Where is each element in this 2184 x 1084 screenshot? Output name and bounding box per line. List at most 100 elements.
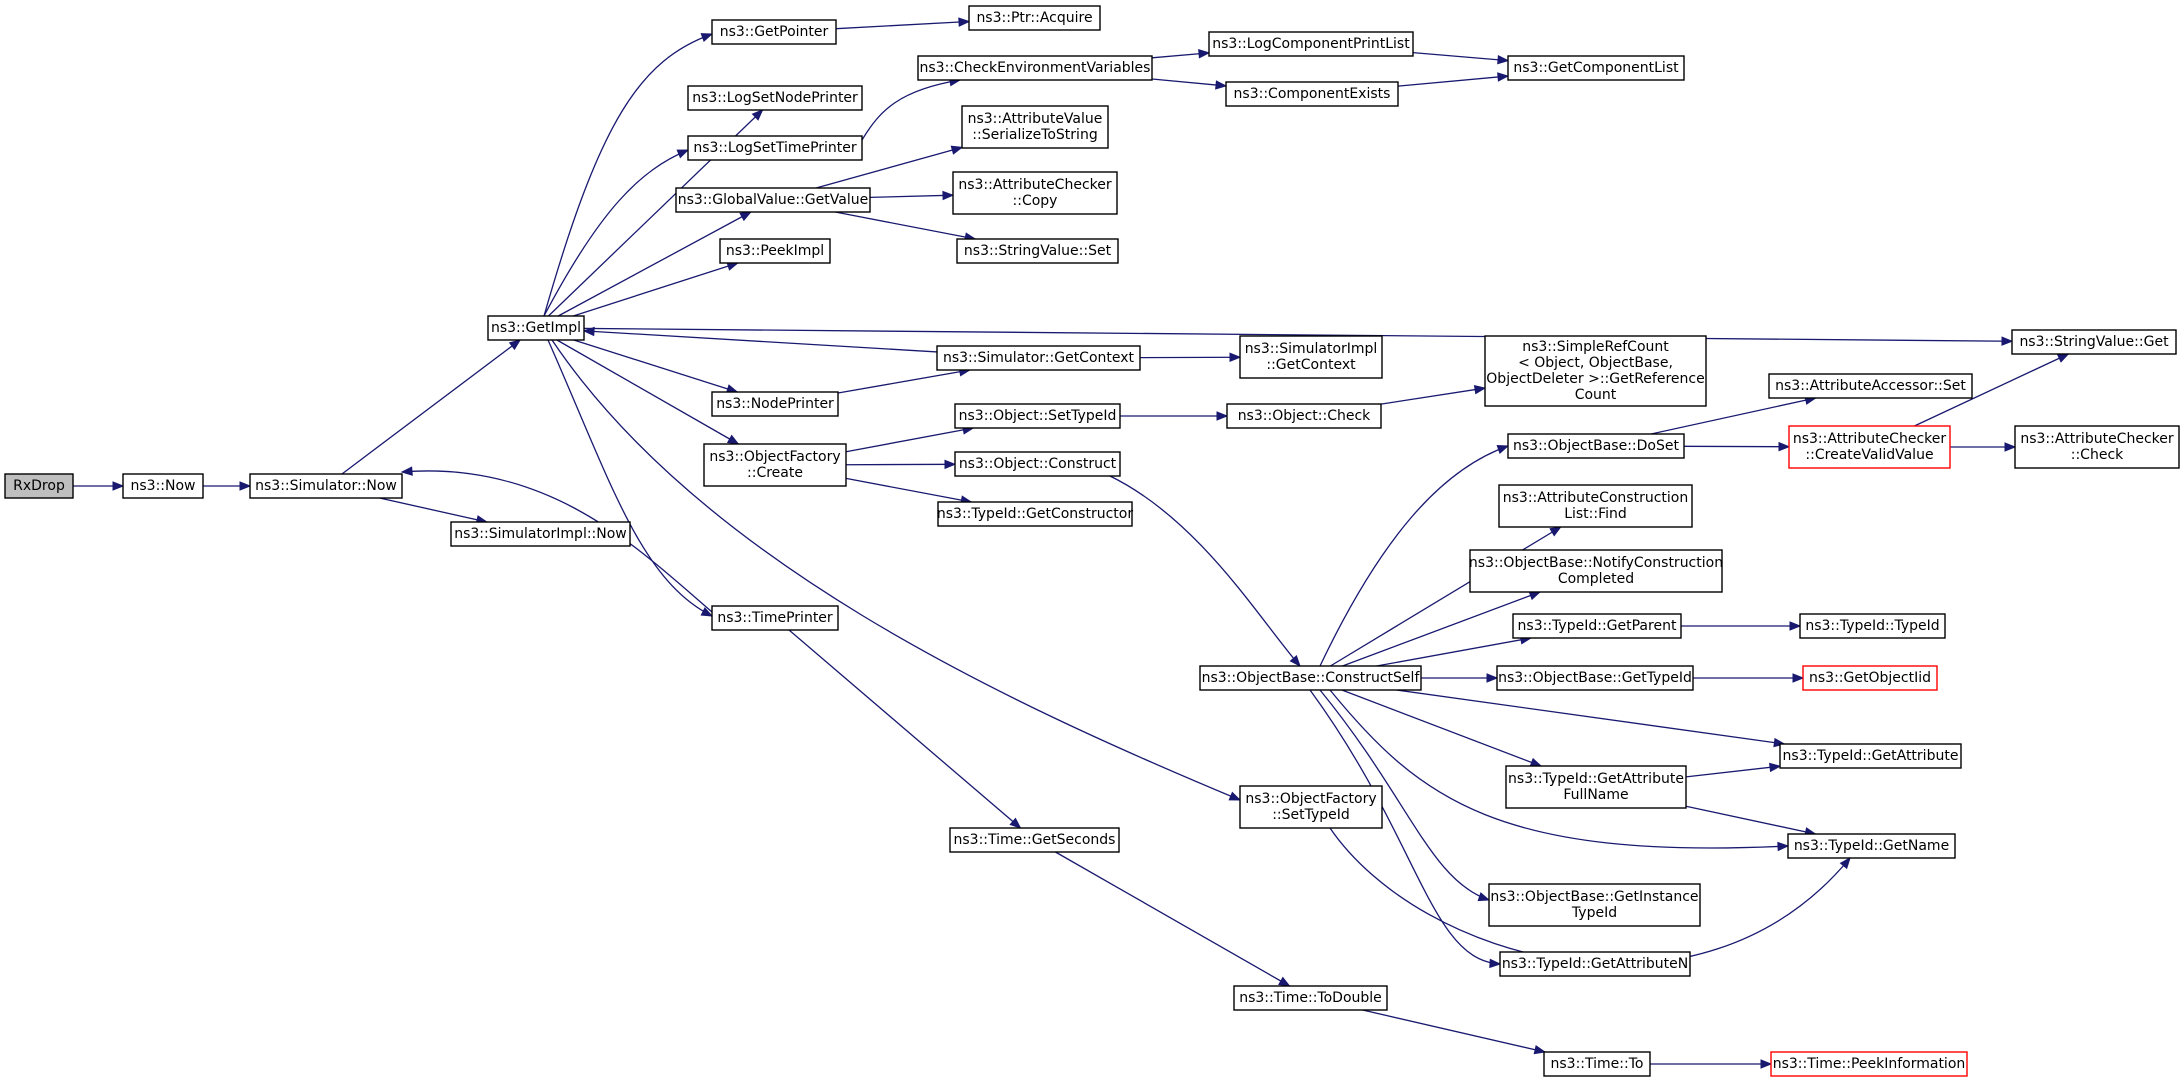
edge-constructself-to-typeidgetattribute-line [1396, 689, 1785, 745]
node-label-typeidtypeid: ns3::TypeId::TypeId [1805, 618, 1939, 634]
node-label-stringvalueset: ns3::StringValue::Set [964, 243, 1112, 259]
edge-getimpl-to-stringvalueget-line [583, 327, 2013, 342]
node-box-logcomponentprintlist [1208, 31, 1414, 57]
node-simimplgetcontext[interactable]: ns3::SimulatorImpl::GetContext [1239, 335, 1383, 379]
node-objectbasedoset[interactable]: ns3::ObjectBase::DoSet [1507, 433, 1685, 459]
edge-objectcheck-to-simplerefcount-line [1380, 387, 1486, 405]
node-label-simplerefcount: Count [1575, 387, 1617, 403]
node-box-timegetseconds [949, 827, 1120, 853]
edge-constructself-to-typeidgetattributen-arrowhead [1489, 958, 1502, 969]
node-label-attrvalueserialize: ns3::AttributeValue [968, 111, 1103, 127]
edge-getimpl-to-logsettimeprinter-line [543, 149, 689, 317]
node-simgetcontext[interactable]: ns3::Simulator::GetContext [936, 345, 1141, 371]
node-attrcheckercheck[interactable]: ns3::AttributeChecker::Check [2014, 425, 2180, 469]
node-checkenv[interactable]: ns3::CheckEnvironmentVariables [917, 55, 1153, 81]
node-typeidgetattributen[interactable]: ns3::TypeId::GetAttributeN [1499, 951, 1691, 977]
node-label-typeidgetattrfullname: ns3::TypeId::GetAttribute [1508, 771, 1684, 787]
edge-objectbasedoset-to-attrcheckercreatevalid-arrowhead [1778, 441, 1791, 452]
node-attrcheckercopy[interactable]: ns3::AttributeChecker::Copy [952, 171, 1118, 215]
node-timetodouble[interactable]: ns3::Time::ToDouble [1233, 985, 1388, 1011]
node-box-attrvalueserialize [961, 105, 1109, 149]
edge-now-to-simnow [203, 481, 252, 491]
node-getimpl[interactable]: ns3::GetImpl [487, 315, 585, 341]
node-box-timeprinter [711, 605, 839, 631]
node-typeidtypeid[interactable]: ns3::TypeId::TypeId [1799, 613, 1946, 639]
node-logsetnodeprinter[interactable]: ns3::LogSetNodePrinter [687, 85, 863, 111]
node-box-getinstancetypeid [1488, 883, 1701, 927]
edge-getimpl-to-timeprinter [547, 339, 714, 617]
node-objectbasegettypeid[interactable]: ns3::ObjectBase::GetTypeId [1496, 665, 1694, 691]
node-objectsettypeid[interactable]: ns3::Object::SetTypeId [954, 403, 1121, 429]
edge-constructself-to-getinstancetypeid-arrowhead [1477, 892, 1491, 902]
node-box-simplerefcount [1484, 335, 1707, 407]
node-simnow[interactable]: ns3::Simulator::Now [249, 473, 403, 499]
node-attrcheckercreatevalid[interactable]: ns3::AttributeChecker::CreateValidValue [1788, 425, 1951, 469]
edge-constructself-to-typeidgetname-line [1329, 689, 1789, 849]
node-notifyconstruction[interactable]: ns3::ObjectBase::NotifyConstructionCompl… [1469, 549, 1723, 593]
edge-typeidgetparent-to-typeidtypeid-arrowhead [1789, 621, 1802, 631]
node-objectfactorysettypeid[interactable]: ns3::ObjectFactory::SetTypeId [1239, 785, 1383, 829]
node-simimplnow[interactable]: ns3::SimulatorImpl::Now [450, 521, 631, 547]
node-label-attrcheckercreatevalid: ns3::AttributeChecker [1793, 431, 1947, 447]
node-objectcheck[interactable]: ns3::Object::Check [1226, 403, 1382, 429]
node-box-simimplgetcontext [1239, 335, 1383, 379]
edge-timeprinter-to-timegetseconds-line [788, 629, 1021, 829]
node-attraccessorset[interactable]: ns3::AttributeAccessor::Set [1768, 373, 1973, 399]
node-typeidgetattribute[interactable]: ns3::TypeId::GetAttribute [1779, 743, 1962, 769]
node-timegetseconds[interactable]: ns3::Time::GetSeconds [949, 827, 1120, 853]
node-objectfactorycreate[interactable]: ns3::ObjectFactory::Create [703, 443, 847, 487]
edge-objectfactorycreate-to-objectconstruct [845, 459, 957, 470]
node-box-typeidgetattribute [1779, 743, 1962, 769]
node-componentexists[interactable]: ns3::ComponentExists [1225, 81, 1399, 107]
node-label-stringvalueget: ns3::StringValue::Get [2019, 334, 2169, 350]
node-label-logsettimeprinter: ns3::LogSetTimePrinter [693, 140, 857, 156]
edge-componentexists-to-getcomponentlist-arrowhead [1497, 72, 1510, 82]
node-attrvalueserialize[interactable]: ns3::AttributeValue::SerializeToString [961, 105, 1109, 149]
node-typeidgetconstructor[interactable]: ns3::TypeId::GetConstructor [937, 501, 1133, 527]
edge-rxdrop-to-now-arrowhead [112, 481, 125, 491]
node-simplerefcount[interactable]: ns3::SimpleRefCount< Object, ObjectBase,… [1484, 335, 1707, 407]
edge-constructself-to-attrconstructionlistfind-arrowhead [1549, 526, 1562, 537]
node-box-stringvalueget [2011, 329, 2177, 355]
node-logsettimeprinter[interactable]: ns3::LogSetTimePrinter [687, 135, 863, 161]
node-timeto[interactable]: ns3::Time::To [1543, 1051, 1651, 1077]
node-box-attraccessorset [1768, 373, 1973, 399]
node-logcomponentprintlist[interactable]: ns3::LogComponentPrintList [1208, 31, 1414, 57]
node-rxdrop[interactable]: RxDrop [4, 473, 74, 499]
node-timeprinter[interactable]: ns3::TimePrinter [711, 605, 839, 631]
edge-getimpl-to-stringvalueget-arrowhead [2001, 336, 2014, 346]
node-getcomponentlist[interactable]: ns3::GetComponentList [1507, 55, 1685, 81]
node-label-objectbasedoset: ns3::ObjectBase::DoSet [1513, 438, 1679, 454]
edge-constructself-to-typeidgetattrfullname-line [1341, 689, 1542, 767]
node-globalvaluegetvalue[interactable]: ns3::GlobalValue::GetValue [675, 187, 871, 213]
edge-constructself-to-getinstancetypeid [1319, 689, 1491, 902]
node-stringvalueget[interactable]: ns3::StringValue::Get [2011, 329, 2177, 355]
node-typeidgetname[interactable]: ns3::TypeId::GetName [1787, 833, 1956, 859]
edge-getimpl-to-timeprinter-arrowhead [700, 607, 714, 617]
node-label-attrconstructionlistfind: ns3::AttributeConstruction [1503, 490, 1688, 506]
edge-constructself-to-typeidgetparent [1376, 635, 1533, 667]
node-timepeekinformation[interactable]: ns3::Time::PeekInformation [1770, 1051, 1968, 1077]
node-ptracquire[interactable]: ns3::Ptr::Acquire [968, 5, 1101, 31]
node-peekimpl[interactable]: ns3::PeekImpl [719, 238, 831, 264]
edge-objectfactorycreate-to-typeidgetconstructor [845, 477, 973, 505]
edge-objectconstruct-to-constructself [1109, 475, 1301, 668]
node-label-globalvaluegetvalue: ns3::GlobalValue::GetValue [678, 192, 868, 208]
node-typeidgetparent[interactable]: ns3::TypeId::GetParent [1512, 613, 1682, 639]
node-getpointer[interactable]: ns3::GetPointer [711, 19, 837, 45]
node-nodeprinter[interactable]: ns3::NodePrinter [711, 391, 839, 417]
node-stringvalueset[interactable]: ns3::StringValue::Set [956, 238, 1119, 264]
node-getobjectiid[interactable]: ns3::GetObjectIid [1802, 665, 1938, 691]
edge-getimpl-to-objectfactorysettypeid-line [551, 339, 1241, 801]
edge-attrcheckercreatevalid-to-stringvalueget-line [1914, 353, 2069, 427]
edge-rxdrop-to-now [73, 481, 125, 491]
node-box-now [122, 473, 204, 499]
edges-layer [73, 17, 2070, 1069]
node-objectconstruct[interactable]: ns3::Object::Construct [954, 451, 1121, 477]
edge-logsettimeprinter-to-checkenv-line [861, 79, 961, 141]
node-now[interactable]: ns3::Now [122, 473, 204, 499]
node-constructself[interactable]: ns3::ObjectBase::ConstructSelf [1199, 665, 1422, 691]
